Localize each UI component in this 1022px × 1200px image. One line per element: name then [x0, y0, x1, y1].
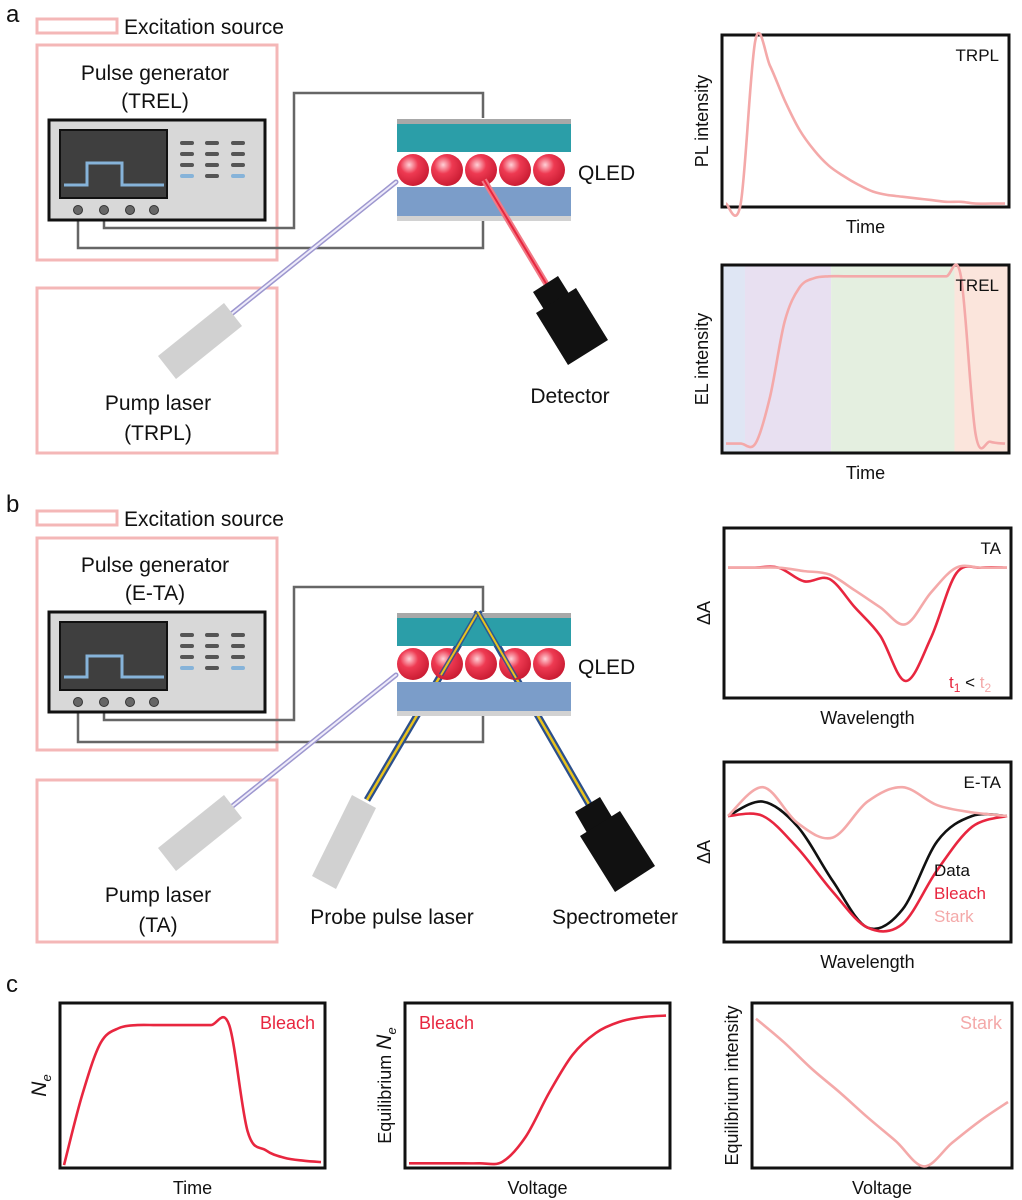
chart-title: Bleach [419, 1013, 474, 1033]
pump-laser-sublabel: (TA) [138, 914, 177, 937]
chart-phase-region [744, 265, 832, 453]
excitation-legend-swatch [35, 17, 119, 35]
chart-ylabel: ΔA [694, 840, 714, 864]
chart-frame [720, 263, 1011, 455]
chart-ylabel: PL intensity [692, 75, 712, 167]
chart-ylabel: EL intensity [692, 313, 712, 405]
chart-title: Bleach [260, 1013, 315, 1033]
pump-laser-box [35, 286, 279, 455]
chart-trpl: TRPL Time PL intensity [692, 31, 1011, 237]
chart-title: TREL [956, 276, 999, 295]
pulse-generator-icon [47, 610, 267, 714]
excitation-legend-label: Excitation source [124, 508, 284, 531]
pump-laser-label: Pump laser [105, 884, 211, 907]
pulse-generator-sublabel: (E-TA) [125, 582, 185, 605]
chart-trel: TREL Time EL intensity [692, 263, 1011, 483]
detector-label: Detector [530, 385, 609, 408]
pulse-generator-icon [47, 118, 267, 222]
pump-laser-label: Pump laser [105, 392, 211, 415]
chart-ylabel: Equilibrium intensity [722, 1005, 742, 1165]
pulse-generator-label: Pulse generator [81, 554, 229, 577]
chart-xlabel: Time [846, 463, 885, 483]
chart-title: TRPL [956, 46, 999, 65]
chart-frame [58, 1001, 327, 1170]
chart-series-line [62, 1016, 322, 1166]
wire-top [102, 91, 485, 230]
chart-ylabel: Equilibrium Ne [373, 1027, 399, 1143]
excitation-legend-swatch [35, 509, 119, 527]
panel-label-c: c [6, 971, 18, 998]
spectrometer-label: Spectrometer [552, 906, 678, 929]
chart-ta: TA Wavelength ΔA t1 < t2 [694, 526, 1013, 728]
chart-series-line [408, 1014, 667, 1166]
probe-laser-icon [312, 795, 376, 889]
chart-annotation: t1 < t2 [949, 673, 992, 695]
wire-bottom [76, 702, 485, 744]
pulse-generator-sublabel: (TREL) [121, 90, 189, 113]
legend-data: Data [934, 861, 970, 880]
spectrometer-icon [575, 797, 655, 892]
excitation-legend-label: Excitation source [124, 16, 284, 39]
pulse-generator-box [35, 536, 279, 752]
legend-stark: Stark [934, 907, 974, 926]
chart-series-line-stark [727, 785, 1008, 840]
device-label-b: QLED [578, 656, 635, 679]
pump-laser-box [35, 778, 279, 944]
probe-laser-label: Probe pulse laser [310, 906, 473, 929]
chart-phase-region [722, 265, 745, 453]
pulse-generator-label: Pulse generator [81, 62, 229, 85]
chart-xlabel: Wavelength [820, 708, 914, 728]
wire-bottom [76, 210, 485, 250]
panel-label-a: a [6, 1, 20, 28]
pulse-generator-box [35, 43, 279, 262]
chart-xlabel: Wavelength [820, 952, 914, 972]
chart-frame [722, 526, 1013, 700]
chart-xlabel: Voltage [507, 1178, 567, 1198]
excitation-legend-b: Excitation source [35, 508, 284, 531]
chart-frame [750, 1001, 1014, 1170]
excitation-legend-a: Excitation source [35, 16, 284, 39]
chart-series-line [726, 263, 1006, 450]
qled-device-icon [397, 613, 571, 716]
chart-series-line-t2 [728, 564, 1007, 626]
chart-xlabel: Time [173, 1178, 212, 1198]
chart-title: E-TA [964, 773, 1002, 792]
chart-xlabel: Voltage [852, 1178, 912, 1198]
chart-series-line [724, 31, 1005, 217]
device-label-a: QLED [578, 162, 635, 185]
chart-frame [403, 1001, 672, 1170]
panel-label-b: b [6, 491, 19, 518]
qled-device-icon [397, 119, 571, 221]
chart-xlabel: Time [846, 217, 885, 237]
pump-laser-icon [158, 303, 242, 379]
chart-series-line [755, 1017, 1009, 1168]
wire-top [102, 585, 485, 722]
pump-laser-icon [158, 795, 242, 871]
chart-phase-region [831, 265, 955, 453]
chart-series-line-bleach [727, 812, 1008, 933]
detector-icon [533, 276, 608, 365]
legend-bleach: Bleach [934, 884, 986, 903]
chart-title: TA [981, 539, 1002, 558]
chart-ylabel: ΔA [694, 601, 714, 625]
chart-ylabel: Ne [28, 1074, 54, 1096]
pump-laser-sublabel: (TRPL) [124, 422, 192, 445]
chart-title: Stark [960, 1013, 1003, 1033]
